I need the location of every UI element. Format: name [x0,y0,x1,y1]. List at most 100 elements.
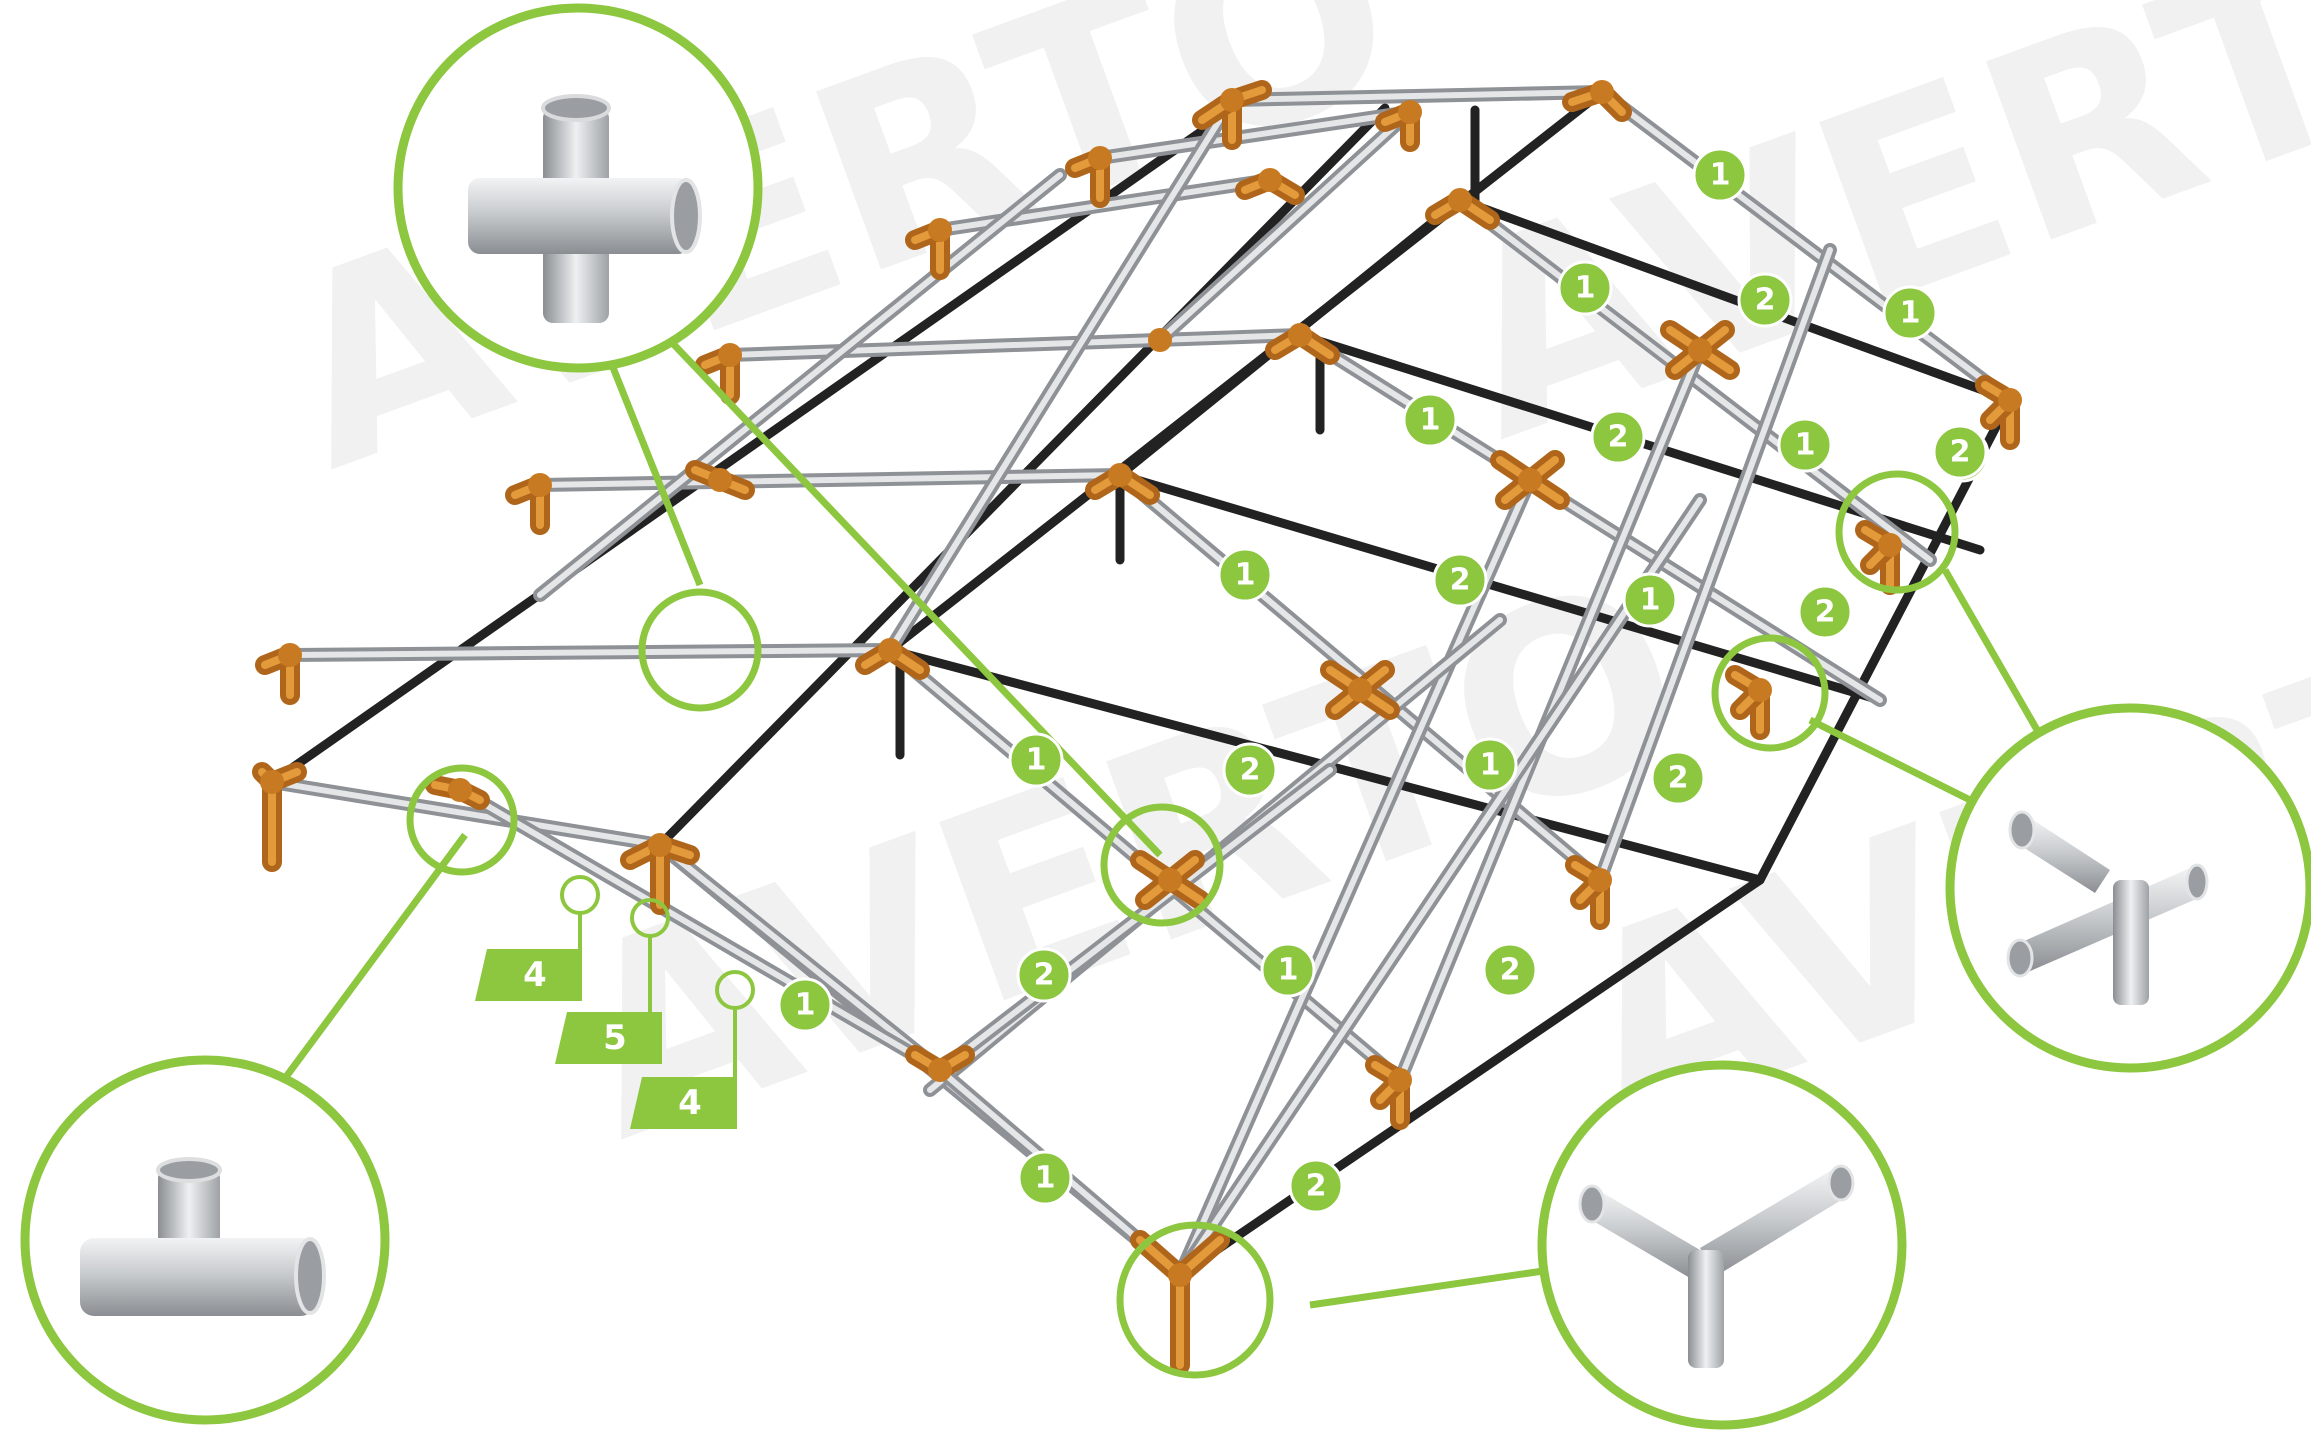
connector-callouts [20,3,2311,1430]
part-number-badge: 1 [1777,417,1833,473]
callout-highlight-ring [406,764,518,876]
part-number-text: 1 [1035,1161,1056,1196]
callout-leader-line [1941,568,2044,737]
part-number-text: 1 [1710,158,1731,193]
frame-tube-highlight [1599,89,2013,403]
frame-joint [1562,80,1632,122]
part-number-text: 2 [1240,753,1261,788]
part-number-text: 1 [1640,583,1661,618]
part-number-badge: 2 [1932,424,1988,480]
callout-highlight-ring [1116,1221,1274,1379]
part-number-badge: 2 [1432,552,1488,608]
callout-leaders [277,327,2044,1379]
frame-tube-highlight [1097,109,1413,161]
frame-joint [1660,320,1740,380]
frame-joint [905,1045,975,1082]
part-number-text: 2 [1815,595,1836,630]
frame-joint [1375,100,1422,152]
frame-tube-dark [1115,470,1885,705]
part-number-badge: 2 [1797,584,1853,640]
frame-joint [1490,450,1570,510]
frame-joint [1725,665,1772,740]
frame-tube-highlight [1177,497,1703,1278]
frame-tube-highlight [727,332,1303,358]
frame-tube-highlight [1229,89,1605,103]
part-number-badge: 1 [1008,732,1064,788]
frame-tube-highlight [269,779,663,848]
frame-tube-dark [1455,195,2015,405]
part-number-badge: 1 [1882,285,1938,341]
part-number-badge: 1 [1402,392,1458,448]
part-number-badge: 1 [1557,260,1613,316]
part-number-text: 2 [1500,953,1521,988]
frame-tube-dark [267,105,1237,787]
frame-joint [505,473,552,535]
part-tag: 5 [555,936,662,1064]
part-number-badge: 2 [1650,750,1706,806]
callout-t-connector [20,1055,390,1425]
part-tag: 4 [475,913,582,1001]
callout-leader-line [606,358,704,587]
part-tag-text: 5 [603,1018,627,1058]
part-number-badges: 112112121212121212121212 [777,147,1990,1214]
callout-leader-line [277,832,468,1088]
part-number-text: 2 [1668,761,1689,796]
frame-joint [1320,660,1400,720]
part-number-text: 2 [1450,563,1471,598]
callout-four-way-cross [393,3,763,373]
three-way-corner-connector-icon [2006,810,2209,1005]
part-number-text: 2 [1306,1169,1327,1204]
part-number-text: 1 [1235,558,1256,593]
part-number-text: 2 [1608,420,1629,455]
frame-joint [1565,855,1612,930]
part-number-text: 2 [1755,283,1776,318]
part-number-text: 1 [1900,296,1921,331]
watermark-text: AVERTO [1418,0,2311,498]
part-tag: 4 [630,1008,737,1129]
part-number-badge: 1 [777,977,833,1033]
frame-joint [855,638,930,680]
part-number-badge: 1 [1462,737,1518,793]
callout-highlight-ring [1711,634,1829,752]
frame-joint [1425,188,1500,230]
callout-leader-line [657,327,1163,858]
part-number-text: 1 [795,988,816,1023]
part-number-badge: 2 [1016,947,1072,1003]
part-number-badge: 2 [1288,1158,1344,1214]
part-number-badge: 1 [1622,572,1678,628]
frame-joint [905,218,952,280]
part-number-text: 1 [1278,953,1299,988]
frame-joint [255,643,302,705]
frame-tube-highlight [537,472,1123,488]
y-connector-icon [1578,1164,1855,1368]
frame-joint [1130,850,1210,910]
frame-tube-highlight [287,647,893,658]
frame-joint [1975,375,2022,450]
frame-joint [425,775,490,810]
callout-three-way-corner [1945,703,2311,1073]
frame-joint [252,762,307,872]
part-number-badge: 2 [1737,272,1793,328]
frame-joints [252,80,2022,1375]
frame-tube-highlight [1177,477,1533,1278]
callout-highlight-ring [1100,803,1224,927]
frame-joint [1065,146,1112,208]
callout-leader-line [1808,716,1972,804]
frame-tube-highlight [537,172,1063,598]
callout-highlight-ring [1835,470,1959,594]
frame-joint [1235,168,1305,205]
part-number-text: 2 [1034,958,1055,993]
four-way-cross-connector-icon [468,94,702,323]
part-number-badge: 2 [1222,742,1278,798]
part-number-text: 1 [1026,743,1047,778]
part-tag-text: 4 [678,1083,702,1123]
part-number-text: 1 [1575,271,1596,306]
frame-tube-highlight [457,787,943,1073]
frame-tube-highlight [657,842,943,1073]
part-number-badge: 2 [1482,942,1538,998]
part-tags: 454 [475,913,737,1129]
frame-joint [1085,463,1160,505]
part-number-text: 1 [1480,748,1501,783]
part-number-text: 2 [1950,435,1971,470]
